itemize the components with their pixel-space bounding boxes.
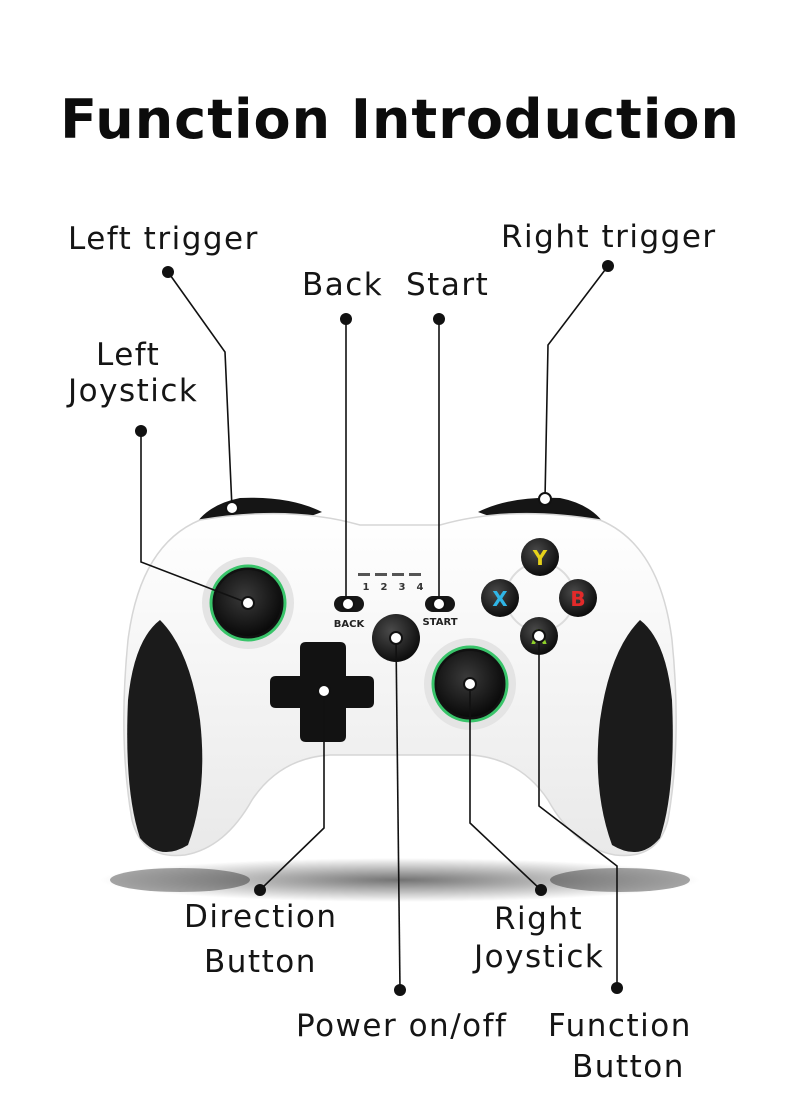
marker-start: [432, 597, 446, 611]
marker-left-joystick: [241, 596, 255, 610]
marker-right-joystick: [463, 677, 477, 691]
label-right-trigger: Right trigger: [501, 219, 717, 255]
y-button-letter: Y: [532, 546, 548, 570]
dot-function-label: [611, 982, 623, 994]
dot-back-label: [340, 313, 352, 325]
dot-right-trigger-label: [602, 260, 614, 272]
player-led-1: [358, 573, 370, 576]
leader-left-joystick: [140, 431, 249, 604]
label-right-joystick-line1: Right: [494, 901, 584, 937]
leader-right-trigger: [544, 265, 609, 500]
dot-left-joystick-label: [135, 425, 147, 437]
marker-power: [389, 631, 403, 645]
callout-lines: [140, 265, 618, 991]
label-left-joystick-line1: Left: [96, 337, 161, 373]
leader-function: [538, 636, 618, 988]
dot-power-label: [394, 984, 406, 996]
player-led-4: [409, 573, 421, 576]
marker-function: [532, 629, 546, 643]
label-function-line2: Button: [572, 1049, 685, 1085]
callout-dots: [135, 260, 623, 996]
start-button-text: START: [422, 617, 457, 628]
label-start: Start: [406, 267, 490, 303]
dot-left-trigger-label: [162, 266, 174, 278]
controller-shadow-right: [550, 868, 690, 892]
marker-left-trigger: [225, 501, 239, 515]
target-markers: [225, 492, 552, 698]
player-led-label-2: 2: [381, 582, 388, 593]
x-button-letter: X: [492, 587, 508, 611]
controller-shadow: [100, 858, 700, 902]
player-led-label-3: 3: [399, 582, 406, 593]
label-right-joystick-line2: Joystick: [474, 939, 605, 975]
player-led-3: [392, 573, 404, 576]
player-indicators: 1 2 3 4: [358, 573, 424, 593]
leader-power: [395, 637, 401, 991]
label-back: Back: [302, 267, 384, 303]
marker-direction: [317, 684, 331, 698]
player-led-label-4: 4: [417, 582, 424, 593]
leader-direction: [259, 691, 325, 891]
marker-right-trigger: [538, 492, 552, 506]
label-direction-line2: Button: [204, 944, 317, 980]
b-button-letter: B: [570, 587, 585, 611]
controller-body: [123, 512, 677, 857]
label-function-line1: Function: [548, 1008, 692, 1044]
b-button[interactable]: [559, 579, 597, 617]
label-left-trigger: Left trigger: [68, 221, 259, 257]
label-left-joystick-line2: Joystick: [68, 373, 199, 409]
dot-direction-label: [254, 884, 266, 896]
dot-right-joystick-label: [535, 884, 547, 896]
page-title: Function Introduction: [60, 88, 740, 151]
label-direction-line1: Direction: [184, 899, 338, 935]
back-button-text: BACK: [334, 619, 366, 630]
right-grip: [597, 620, 673, 853]
controller-shadow-left: [110, 868, 250, 892]
y-button[interactable]: [521, 538, 559, 576]
leader-right-joystick: [469, 684, 542, 891]
player-led-label-1: 1: [363, 582, 370, 593]
x-button[interactable]: [481, 579, 519, 617]
leader-left-trigger: [167, 271, 233, 509]
player-led-2: [375, 573, 387, 576]
marker-back: [341, 597, 355, 611]
dot-start-label: [433, 313, 445, 325]
label-power: Power on/off: [296, 1008, 508, 1044]
left-grip: [127, 620, 203, 853]
